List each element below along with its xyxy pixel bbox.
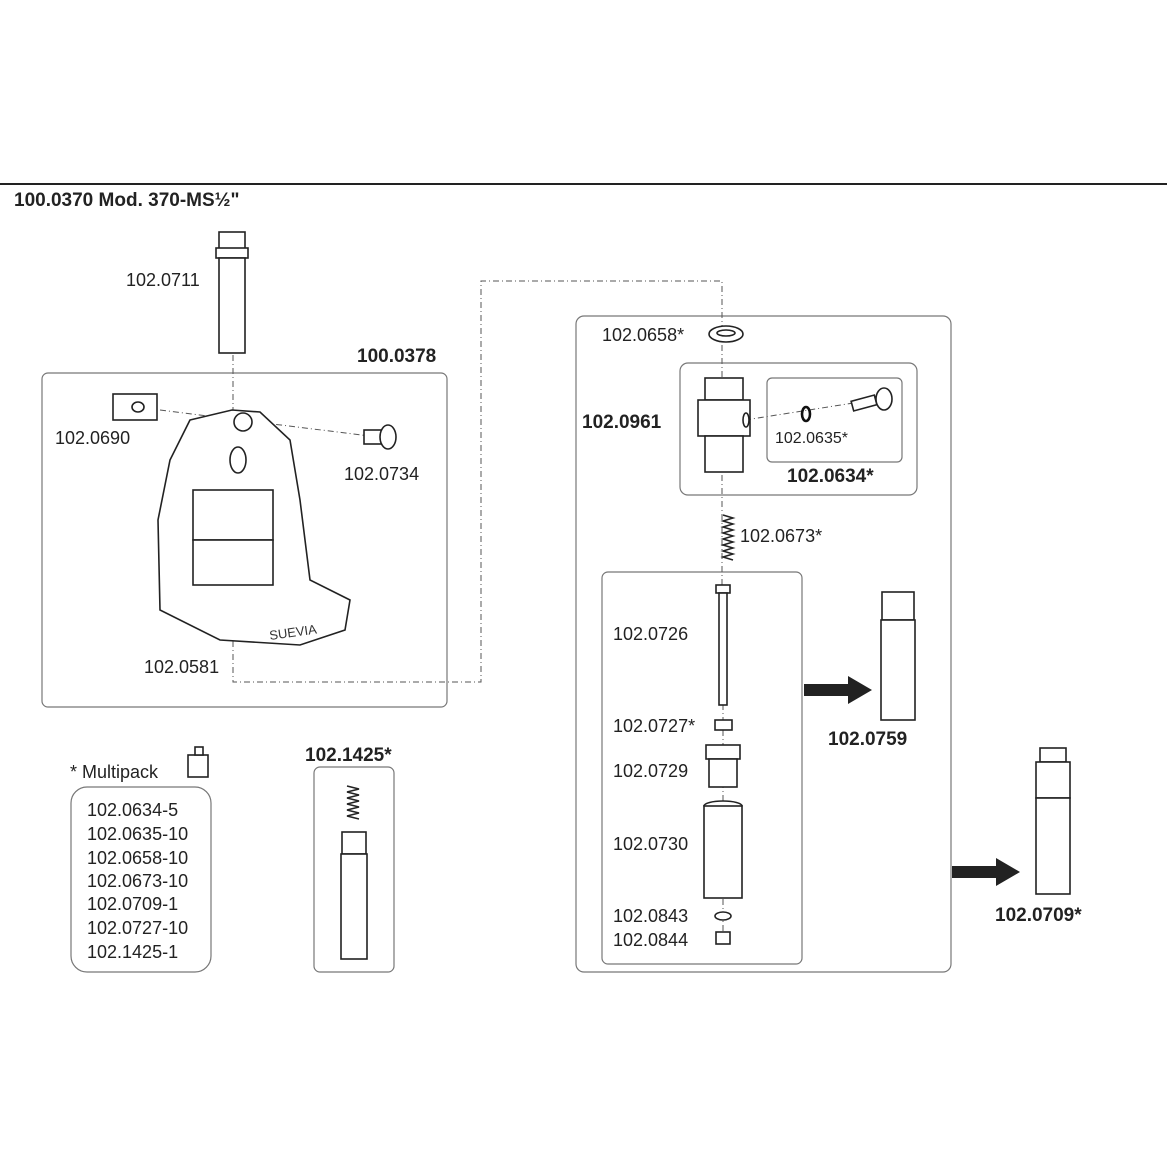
set-screw-icon bbox=[850, 387, 893, 412]
washer-icon bbox=[708, 325, 744, 343]
part-label: 102.0673* bbox=[740, 526, 822, 546]
svg-text:102.1425-1: 102.1425-1 bbox=[87, 942, 178, 962]
o-ring-icon bbox=[800, 405, 812, 423]
part-label: 102.0730 bbox=[613, 834, 688, 854]
diagram-title: 100.0370 Mod. 370-MS½" bbox=[14, 190, 240, 211]
part-label: 102.0634* bbox=[787, 466, 874, 487]
nut-plate-icon bbox=[112, 393, 158, 421]
valve-body-box bbox=[679, 362, 918, 496]
seal-ring-icon bbox=[714, 719, 733, 731]
valve-assembly-icon bbox=[1035, 747, 1071, 895]
bowl-assembly-box bbox=[41, 372, 448, 708]
multipack-label: * Multipack bbox=[70, 762, 159, 782]
part-label: 102.0635* bbox=[775, 430, 848, 447]
part-label: 102.0844 bbox=[613, 930, 688, 950]
part-label: 102.0709* bbox=[995, 905, 1082, 926]
part-label: 102.0729 bbox=[613, 761, 688, 781]
part-label: 102.0581 bbox=[144, 657, 219, 677]
assembly-code: 100.0378 bbox=[357, 346, 436, 367]
brand-mark: SUEVIA bbox=[268, 621, 318, 643]
part-label: 102.0734 bbox=[344, 464, 419, 484]
svg-text:102.0709-1: 102.0709-1 bbox=[87, 894, 178, 914]
screw-icon bbox=[363, 424, 397, 450]
small-washer-icon bbox=[714, 911, 732, 921]
arrow-right-icon bbox=[952, 858, 1020, 886]
lower-parts-box bbox=[601, 571, 803, 965]
svg-text:102.0673-10: 102.0673-10 bbox=[87, 871, 188, 891]
package-icon bbox=[187, 746, 209, 778]
valve-body-icon bbox=[697, 377, 751, 473]
svg-text:102.0727-10: 102.0727-10 bbox=[87, 918, 188, 938]
svg-text:102.0658-10: 102.0658-10 bbox=[87, 848, 188, 868]
spring-icon bbox=[720, 514, 736, 561]
part-label: 102.0690 bbox=[55, 428, 130, 448]
valve-box bbox=[575, 315, 952, 973]
part-label: 102.0727* bbox=[613, 716, 695, 736]
arrow-right-icon bbox=[804, 676, 872, 704]
multipack-list: 102.0634-5 102.0635-10 102.0658-10 102.0… bbox=[87, 800, 188, 962]
multipack-box bbox=[70, 786, 212, 973]
valve-assembly-icon bbox=[880, 591, 916, 721]
hex-nut-icon bbox=[715, 931, 731, 945]
kit-1425-box bbox=[313, 766, 395, 973]
svg-text:102.0635-10: 102.0635-10 bbox=[87, 824, 188, 844]
guide-nut-icon bbox=[705, 744, 741, 788]
part-label: 102.0759 bbox=[828, 729, 907, 750]
part-label: 102.0726 bbox=[613, 624, 688, 644]
part-label: 102.0658* bbox=[602, 325, 684, 345]
screw-kit-box bbox=[766, 377, 903, 463]
sleeve-icon bbox=[703, 800, 743, 899]
part-label: 102.0711 bbox=[126, 270, 200, 290]
valve-cartridge-icon bbox=[340, 785, 368, 960]
valve-stem-icon bbox=[715, 584, 731, 706]
part-label: 102.0843 bbox=[613, 906, 688, 926]
svg-text:102.0634-5: 102.0634-5 bbox=[87, 800, 178, 820]
pipe-icon bbox=[215, 231, 249, 354]
part-label: 102.0961 bbox=[582, 412, 662, 433]
drinking-bowl-icon: SUEVIA bbox=[157, 409, 351, 646]
connector-line bbox=[232, 280, 723, 683]
kit-code: 102.1425* bbox=[305, 745, 392, 766]
